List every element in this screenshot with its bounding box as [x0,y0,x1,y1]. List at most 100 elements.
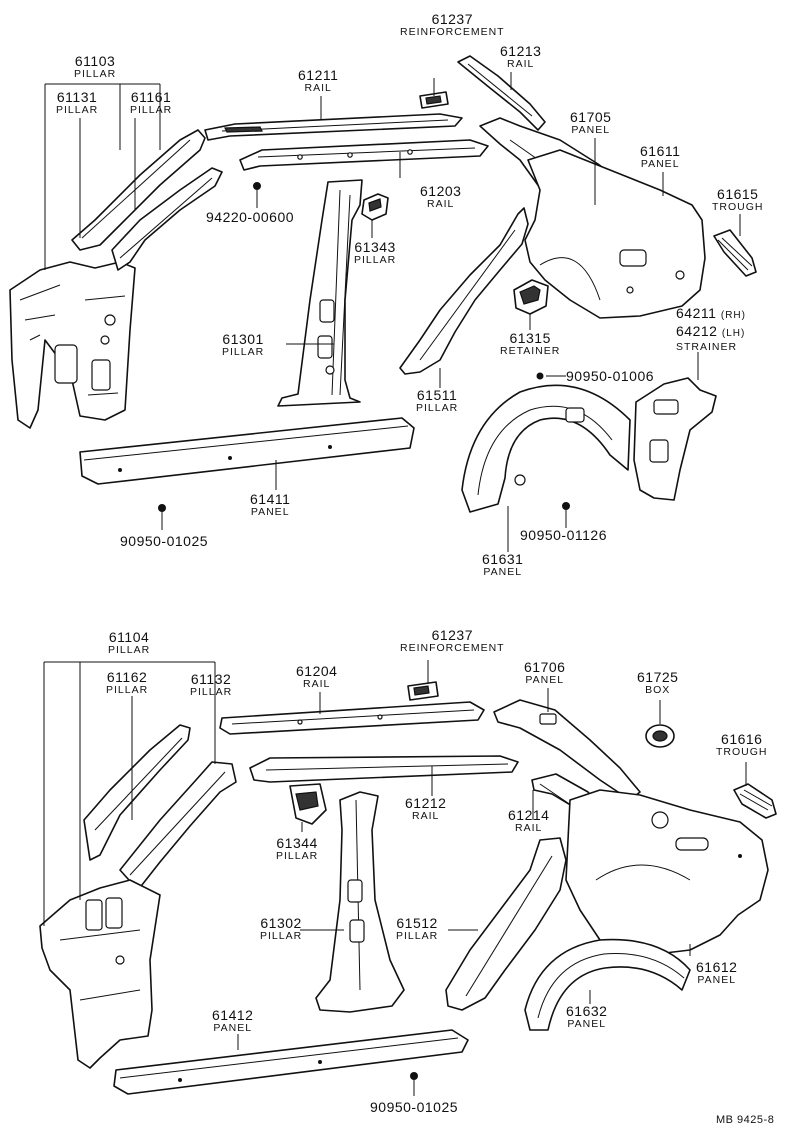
part-number: 61611 [640,143,681,159]
callout-61214: 61214 RAIL [508,808,549,834]
callout-61632: 61632 PANEL [566,1004,607,1030]
pillar-61132-part [119,761,237,891]
pillar-61512-part [445,837,567,1011]
callout-61103: 61103 PILLAR [74,54,116,80]
callout-61204: 61204 RAIL [296,664,337,690]
part-name: PILLAR [56,104,99,116]
part-number: 61213 [500,43,542,59]
front-pillar-61103-part [9,261,136,429]
callout-64212: 64212 (LH) [676,324,745,340]
part-number: 61302 [260,915,302,931]
part-number: 61203 [420,183,462,199]
part-number: 61632 [566,1003,608,1019]
part-number: 61616 [721,731,763,747]
panel-61411-part [79,417,415,485]
pillar-61302-part [315,791,405,1013]
front-pillar-61104-part [39,879,161,1069]
callout-61725: 61725 BOX [637,670,678,696]
callout-61237-upper: 61237 REINFORCEMENT [400,12,505,38]
part-name: PANEL [697,974,737,986]
part-number: 61411 [250,491,291,507]
reinforcement-61237-lower-part [407,681,439,701]
part-number: 61705 [570,109,612,125]
trough-61615-part [713,229,757,277]
part-number: 61725 [637,669,679,685]
diagram-code: MB 9425-8 [716,1114,775,1126]
callout-64211: 64211 (RH) [676,306,746,322]
part-number: 61237 [431,11,474,27]
callout-61706: 61706 PANEL [524,660,565,686]
reinforcement-61237-part [419,91,449,109]
part-name: PILLAR [354,254,397,266]
part-number: 61162 [106,669,148,685]
part-number: 61412 [212,1007,254,1023]
part-name: PANEL [250,506,290,518]
part-name: STRAINER [676,341,738,353]
part-number: 61237 [431,627,474,643]
nut-90950-01006-part [536,372,544,380]
part-number: 61343 [354,239,396,255]
part-name: PANEL [483,566,523,578]
part-side: (LH) [721,328,746,339]
trough-61616-part [733,783,777,819]
part-number: 61103 [74,53,116,69]
part-name: RETAINER [500,345,561,357]
part-number: 61612 [696,959,738,975]
callout-61104: 61104 PILLAR [108,630,150,656]
part-side: (RH) [720,310,746,321]
callout-90950-01025-upper: 90950-01025 [120,534,208,548]
callout-90950-01006: 90950-01006 [566,369,654,383]
callout-61301: 61301 PILLAR [222,332,264,358]
nut-90950-01025-lower-part [410,1072,418,1080]
part-name: PILLAR [190,686,233,698]
part-name: BOX [645,684,671,696]
callout-61162: 61162 PILLAR [106,670,148,696]
panel-61612-part [565,789,769,957]
callout-61512: 61512 PILLAR [396,916,438,942]
callout-90950-01126: 90950-01126 [520,528,607,542]
panel-61631-part [461,384,631,513]
part-number: 90950-01025 [370,1099,459,1115]
part-name: RAIL [304,82,332,94]
callout-strainer: STRAINER [676,341,737,353]
part-name: REINFORCEMENT [400,26,505,38]
part-number: 61631 [482,551,524,567]
part-number: 90950-01126 [520,527,607,543]
pillar-61131-part [71,129,206,251]
part-name: PILLAR [108,644,151,656]
callout-94220-00600: 94220-00600 [206,210,294,224]
part-number: 61706 [524,659,566,675]
part-name: REINFORCEMENT [400,642,505,654]
pillar-61343-part [361,193,389,221]
part-number: 61301 [222,331,264,347]
part-name: PILLAR [74,68,117,80]
clip-94220-part [253,182,261,190]
callout-61161: 61161 PILLAR [130,90,172,116]
pillar-61301-part [277,179,363,407]
part-name: PANEL [567,1018,607,1030]
callout-61203: 61203 RAIL [420,184,461,210]
box-61725-part [645,724,675,748]
part-name: PANEL [213,1022,253,1034]
part-name: PILLAR [260,930,303,942]
callout-61237-lower: 61237 REINFORCEMENT [400,628,505,654]
part-number: 61131 [56,89,98,105]
callout-61412: 61412 PANEL [212,1008,253,1034]
part-name: TROUGH [712,201,764,213]
rail-61203-part [239,139,489,171]
callout-61344: 61344 PILLAR [276,836,318,862]
panel-61611-part [524,149,706,319]
part-number: 64211 [676,305,717,321]
callout-90950-01025-lower: 90950-01025 [370,1100,458,1114]
callout-61612: 61612 PANEL [696,960,737,986]
callout-61302: 61302 PILLAR [260,916,302,942]
callout-61615: 61615 TROUGH [712,187,764,213]
part-number: 90950-01025 [120,533,209,549]
callout-61213: 61213 RAIL [500,44,541,70]
callout-61315: 61315 RETAINER [500,331,560,357]
callout-61705: 61705 PANEL [570,110,611,136]
callout-61131: 61131 PILLAR [56,90,98,116]
retainer-61315-part [513,279,549,315]
rail-61211-part [204,113,463,141]
